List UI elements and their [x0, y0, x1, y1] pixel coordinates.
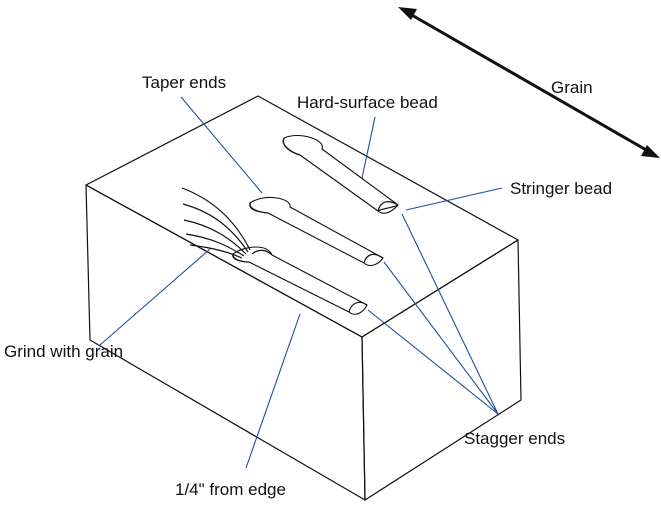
taper-ends-label: Taper ends: [142, 73, 226, 92]
grain-arrow-icon: [398, 7, 660, 158]
leader-lines: [99, 96, 503, 469]
stringer-bead-label: Stringer bead: [510, 179, 612, 198]
from-edge-label: 1/4" from edge: [175, 480, 286, 499]
grind-marks: [181, 187, 251, 259]
stagger-ends-label: Stagger ends: [464, 429, 565, 448]
stringer-bead: [249, 196, 384, 267]
block-right-face: [361, 239, 522, 501]
wood-block: [85, 95, 522, 501]
lower-bead: [232, 246, 368, 315]
grain-label: Grain: [551, 78, 593, 97]
grind-with-grain-label: Grind with grain: [4, 342, 123, 361]
hard-surface-bead: [282, 134, 399, 214]
hard-surface-bead-label: Hard-surface bead: [297, 93, 438, 112]
